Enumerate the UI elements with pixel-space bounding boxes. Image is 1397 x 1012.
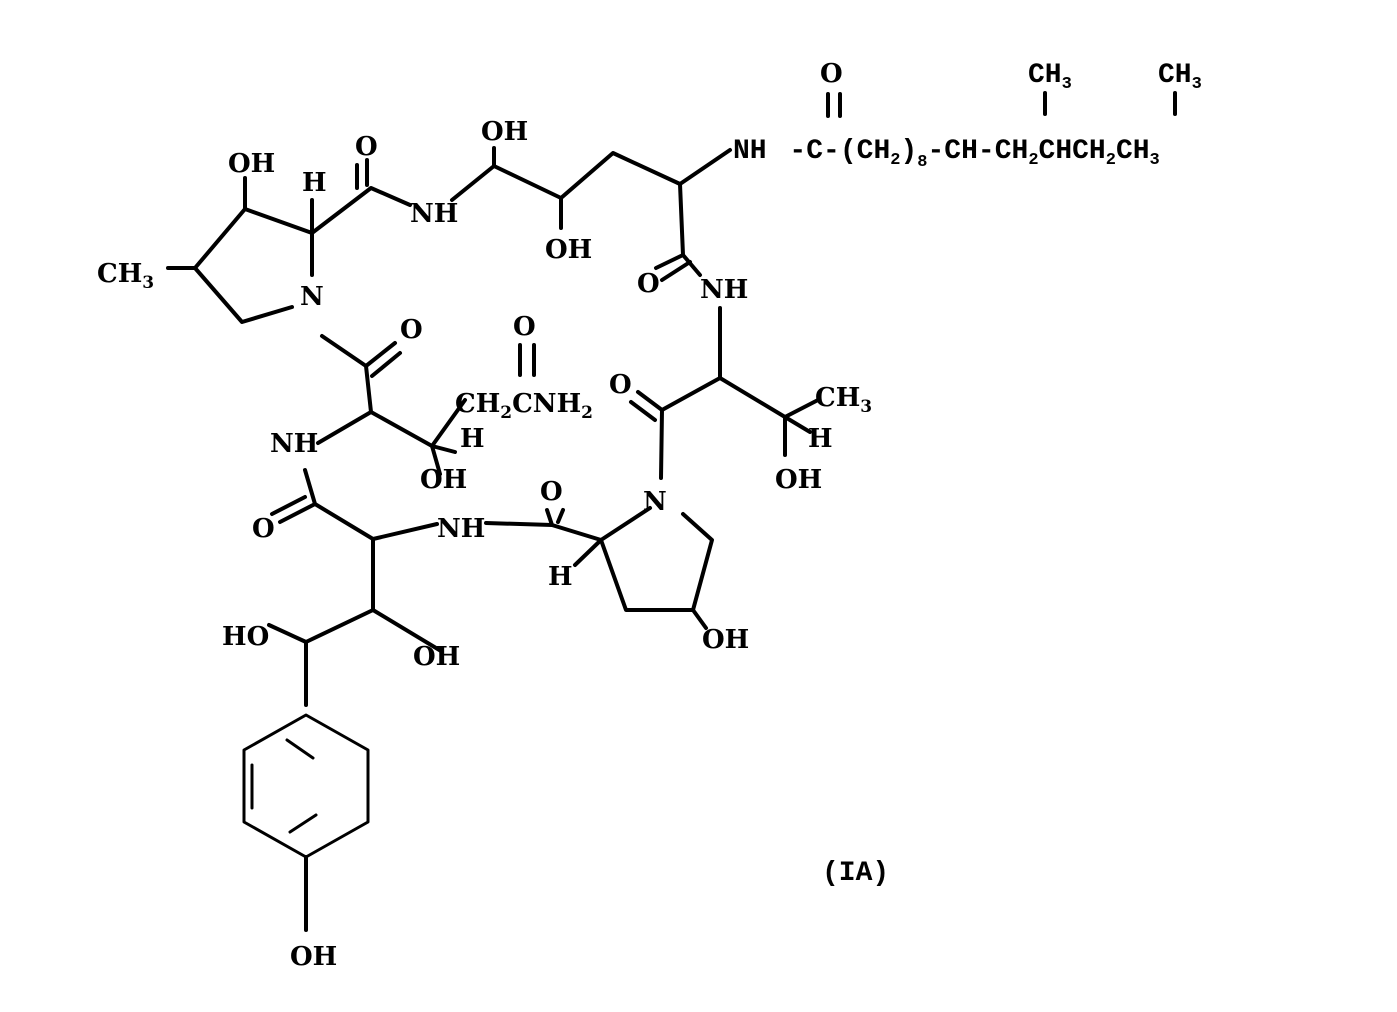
label-oh: OH — [228, 149, 275, 179]
label-o: O — [540, 477, 563, 507]
label-ch3: CH3 — [1158, 60, 1202, 94]
label-o: O — [637, 269, 660, 299]
label-o: O — [252, 514, 275, 544]
label-oh: OH — [290, 942, 337, 972]
label-nh: NH — [437, 514, 485, 544]
label-o: O — [513, 312, 536, 342]
label-oh: OH — [420, 465, 467, 495]
label-ch3: CH3 — [97, 259, 154, 293]
label-h: H — [460, 424, 485, 454]
label-h: H — [302, 168, 327, 198]
label-h: H — [808, 424, 833, 454]
label-n: N — [300, 282, 324, 312]
compound-label: (IA) — [822, 858, 889, 889]
label-oh: OH — [775, 465, 822, 495]
label-h: H — [548, 562, 573, 592]
side-chain-formula: NH -C-(CH2)8-CH-CH2CHCH2CH3 — [733, 136, 1160, 172]
label-oh: OH — [545, 235, 592, 265]
label-o: O — [820, 59, 843, 89]
label-n: N — [643, 487, 667, 517]
label-ch3: CH3 — [1028, 60, 1072, 94]
atom-labels: OH H O NH OH OH CH3 N O O NH O CH2CNH2 O… — [97, 117, 872, 972]
label-nh: NH — [700, 275, 748, 305]
lipid-side-chain: O CH3 CH3 NH -C-(CH2)8-CH-CH2CHCH2CH3 — [733, 59, 1202, 172]
label-ho: HO — [222, 622, 269, 652]
label-oh: OH — [413, 642, 460, 672]
label-ch3: CH3 — [815, 383, 872, 417]
label-nh: NH — [410, 199, 458, 229]
label-o: O — [609, 370, 632, 400]
label-oh: OH — [481, 117, 528, 147]
label-oh: OH — [702, 625, 749, 655]
label-o: O — [400, 315, 423, 345]
label-o: O — [355, 132, 378, 162]
label-ch2cnh2: CH2CNH2 — [455, 389, 593, 423]
bond-lines — [166, 146, 820, 932]
label-nh: NH — [270, 429, 318, 459]
